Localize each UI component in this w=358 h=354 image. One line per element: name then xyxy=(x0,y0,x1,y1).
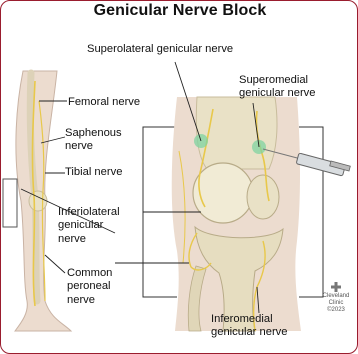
label-common-peroneal: Common peroneal nerve xyxy=(67,267,112,307)
label-inferomedial: Inferomedial genicular nerve xyxy=(211,313,288,340)
credit-line1: Cleveland xyxy=(317,293,355,300)
credit-line2: Clinic xyxy=(317,300,355,307)
clinic-cross-icon xyxy=(331,282,341,292)
credit-line3: ©2023 xyxy=(317,307,355,314)
cleveland-clinic-logo: Cleveland Clinic ©2023 xyxy=(317,282,355,314)
label-superomedial: Superomedial genicular nerve xyxy=(239,74,316,101)
knee-closeup xyxy=(172,97,301,331)
full-leg-drawing xyxy=(3,71,71,331)
label-femoral: Femoral nerve xyxy=(68,96,140,109)
label-saphenous: Saphenous nerve xyxy=(65,127,122,154)
label-superolateral: Superolateral genicular nerve xyxy=(87,43,233,56)
page-title: Genicular Nerve Block xyxy=(1,2,358,20)
label-inferiolateral: Inferiolateral genicular nerve xyxy=(58,206,120,246)
label-tibial: Tibial nerve xyxy=(65,166,122,179)
